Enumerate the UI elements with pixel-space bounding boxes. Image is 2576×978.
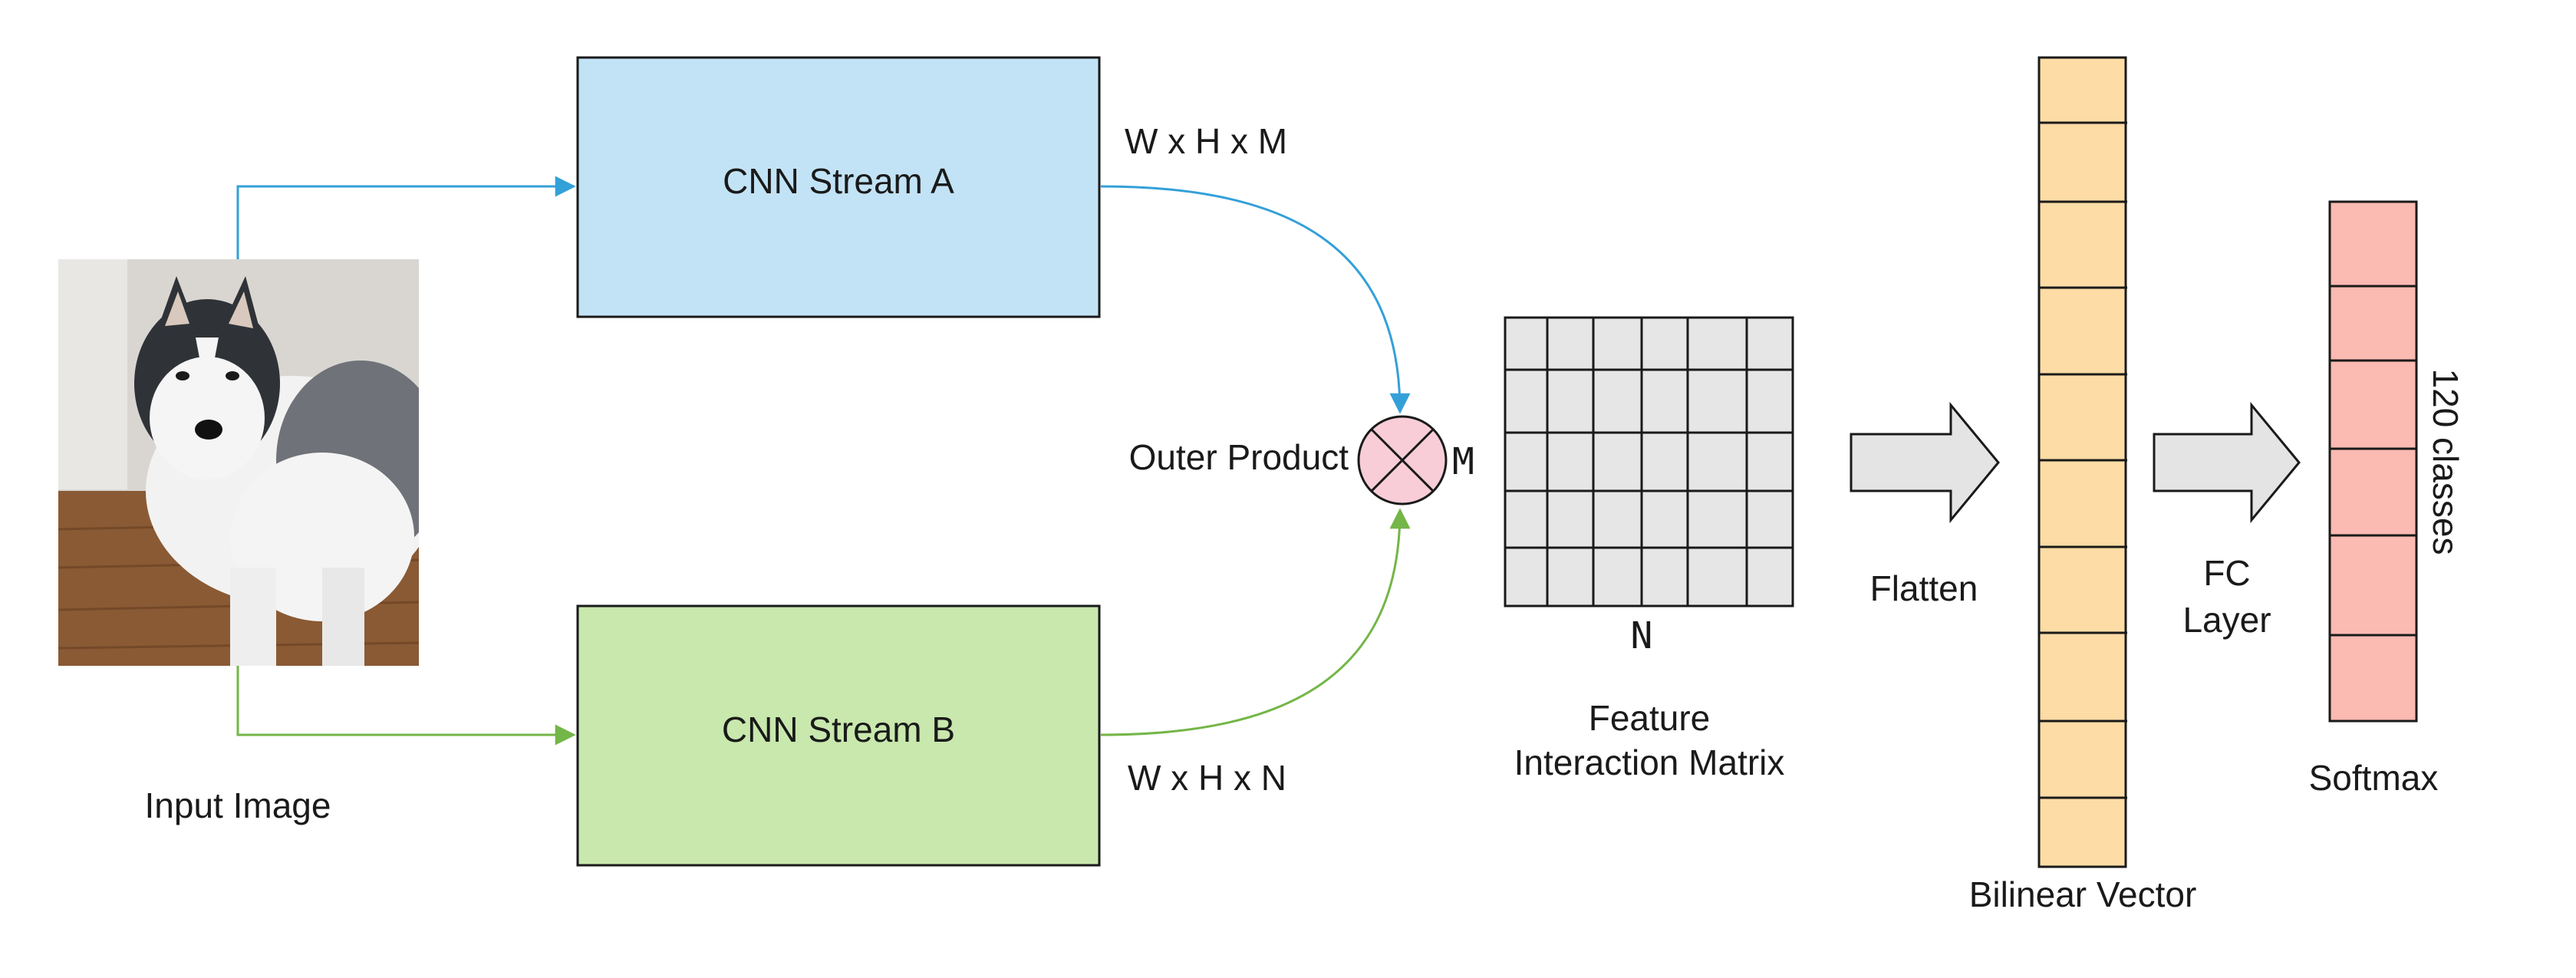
matrix-caption-line2: Interaction Matrix [1514,743,1785,782]
flatten-arrow-icon [1850,401,2000,524]
fc-label-line2: Layer [2182,600,2271,640]
cnn-stream-b-box [576,604,1101,867]
softmax-label: Softmax [2309,758,2439,798]
matrix-row-label: M [1452,440,1474,483]
bilinear-vector [2037,56,2127,868]
cnn-stream-b-label: CNN Stream B [722,710,955,749]
matrix-col-label: N [1631,614,1653,657]
bilinear-vector-label: Bilinear Vector [1969,874,2197,914]
matrix-caption-line1: Feature [1589,698,1711,738]
feature-interaction-matrix [1504,316,1794,608]
stream-a-dims: W x H x M [1125,121,1287,161]
cnn-stream-a-box [576,56,1101,318]
input-photo [58,259,419,666]
cnn-stream-a-label: CNN Stream A [723,161,954,201]
flatten-label: Flatten [1870,568,1978,608]
softmax-vector [2328,200,2418,723]
fc-layer-arrow-icon [2153,401,2301,524]
input-image-label: Input Image [145,785,331,825]
outer-product-label: Outer Product [1129,437,1349,477]
stream-b-dims: W x H x N [1128,758,1286,798]
fc-label-line1: FC [2203,553,2250,593]
classes-count-label: 120 classes [2426,369,2466,555]
outer-product-icon [1357,415,1448,505]
